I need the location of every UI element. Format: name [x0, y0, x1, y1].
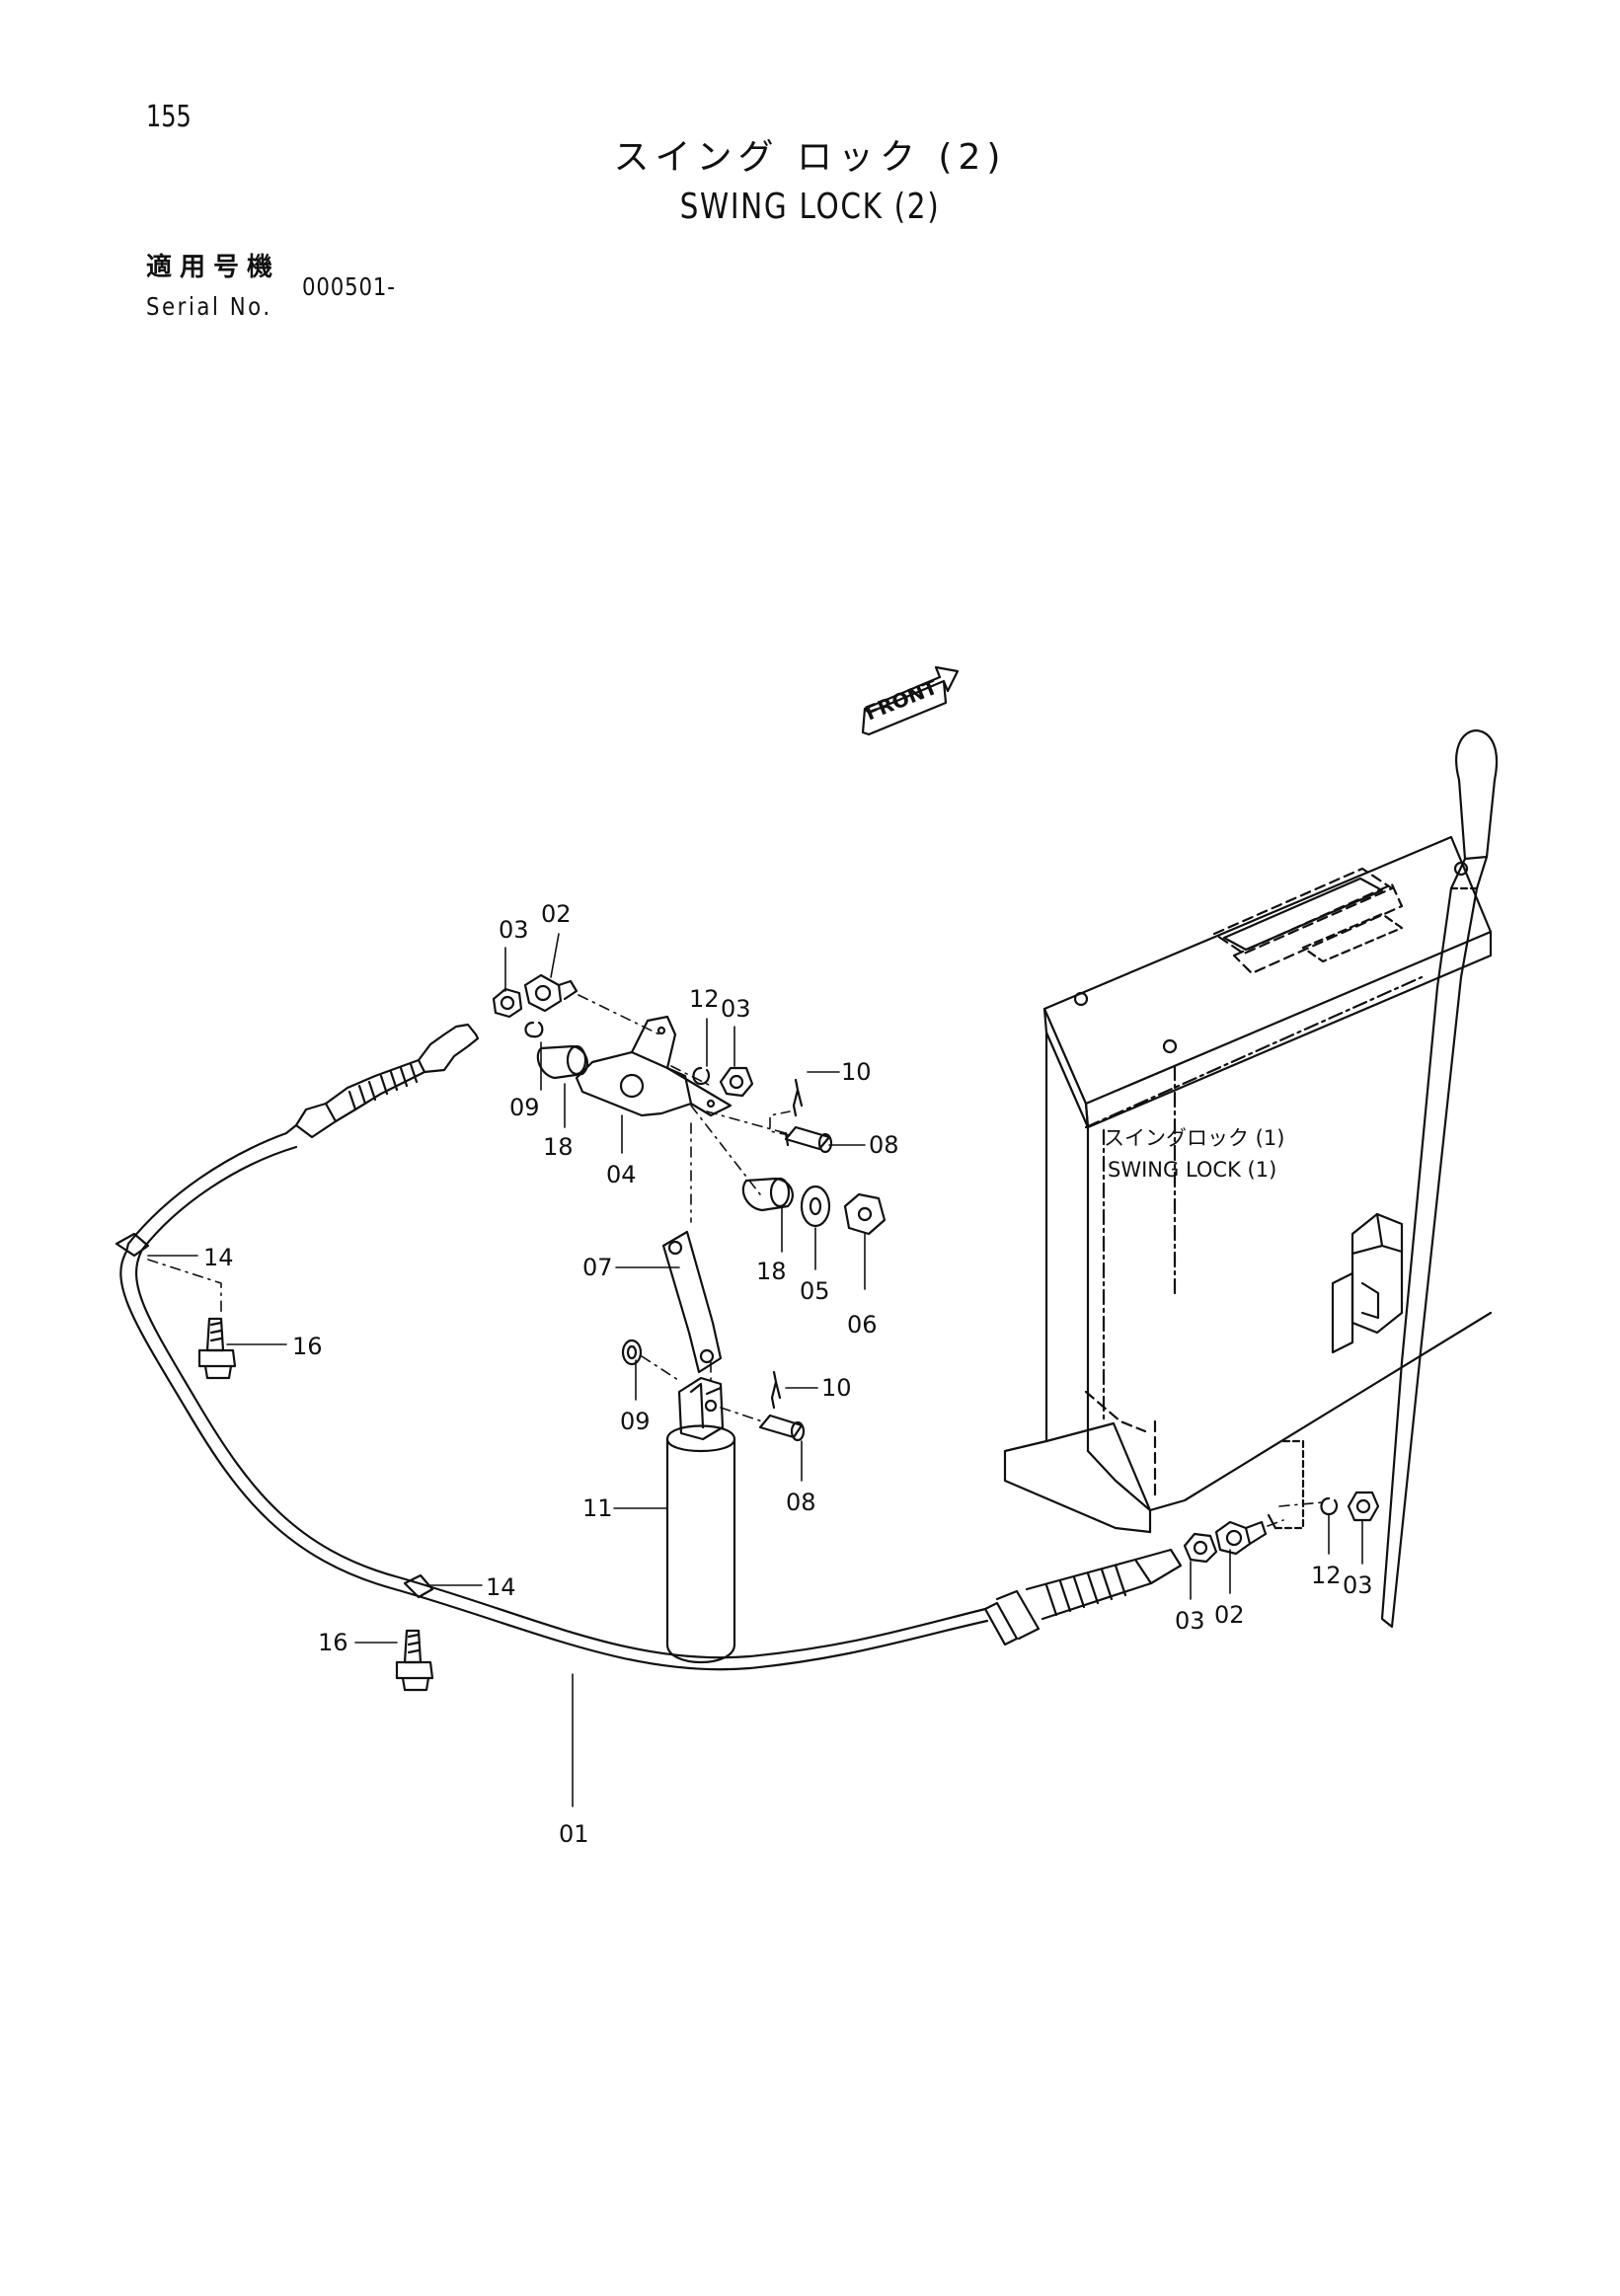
- callout-07: 07: [582, 1254, 613, 1281]
- serial-label-japanese: 適用号機: [146, 253, 281, 282]
- callout-08: 08: [869, 1131, 899, 1159]
- lever-console-housing: [1003, 835, 1493, 1534]
- callout-02: 02: [541, 900, 572, 928]
- callout-03: 03: [721, 995, 751, 1023]
- callout-14: 14: [486, 1573, 516, 1601]
- serial-number-range: 000501-: [302, 272, 396, 301]
- callout-08: 08: [786, 1489, 816, 1516]
- callout-02: 02: [1214, 1601, 1245, 1629]
- callout-10: 10: [841, 1058, 872, 1086]
- callout-12: 12: [689, 985, 720, 1013]
- link-plate: [661, 1122, 723, 1374]
- bolt-lower: [395, 1629, 434, 1692]
- callout-01: 01: [559, 1820, 589, 1848]
- page-number: 155: [146, 100, 192, 134]
- serial-label-english: Serial No.: [146, 292, 272, 321]
- callout-16: 16: [318, 1629, 348, 1656]
- callout-18: 18: [543, 1133, 574, 1161]
- callout-10: 10: [821, 1374, 852, 1402]
- swing-lock-lever: [1267, 728, 1499, 1629]
- callout-06: 06: [847, 1311, 878, 1339]
- upper-linkage-parts: [492, 973, 887, 1236]
- callout-04: 04: [606, 1161, 637, 1188]
- callout-leaders: [147, 933, 1363, 1807]
- callout-03: 03: [1175, 1607, 1205, 1635]
- callout-09: 09: [620, 1408, 651, 1435]
- callout-09: 09: [509, 1094, 540, 1121]
- callout-18: 18: [756, 1258, 787, 1285]
- callout-11: 11: [582, 1494, 613, 1522]
- lock-cylinder: [621, 1339, 806, 1663]
- callout-14: 14: [203, 1244, 234, 1271]
- callout-05: 05: [800, 1277, 830, 1305]
- callout-12: 12: [1311, 1562, 1342, 1589]
- callout-16: 16: [292, 1333, 323, 1360]
- callout-labels: 03 02 12 03 10 08 09 18 04 18 05 06 07 0…: [203, 900, 1373, 1848]
- callout-03: 03: [1343, 1571, 1373, 1599]
- bolt-upper: [197, 1317, 237, 1380]
- control-cable: [115, 1023, 1183, 1671]
- reference-label-english: SWING LOCK (1): [1108, 1158, 1276, 1182]
- reference-label-japanese: スイングロック (1): [1104, 1126, 1284, 1150]
- page-title-japanese: スイング ロック (2): [613, 137, 1007, 178]
- front-label: FRONT: [862, 675, 941, 726]
- front-arrow-icon: FRONT: [862, 665, 960, 736]
- page-title-english: SWING LOCK (2): [679, 187, 941, 227]
- callout-03: 03: [499, 916, 529, 944]
